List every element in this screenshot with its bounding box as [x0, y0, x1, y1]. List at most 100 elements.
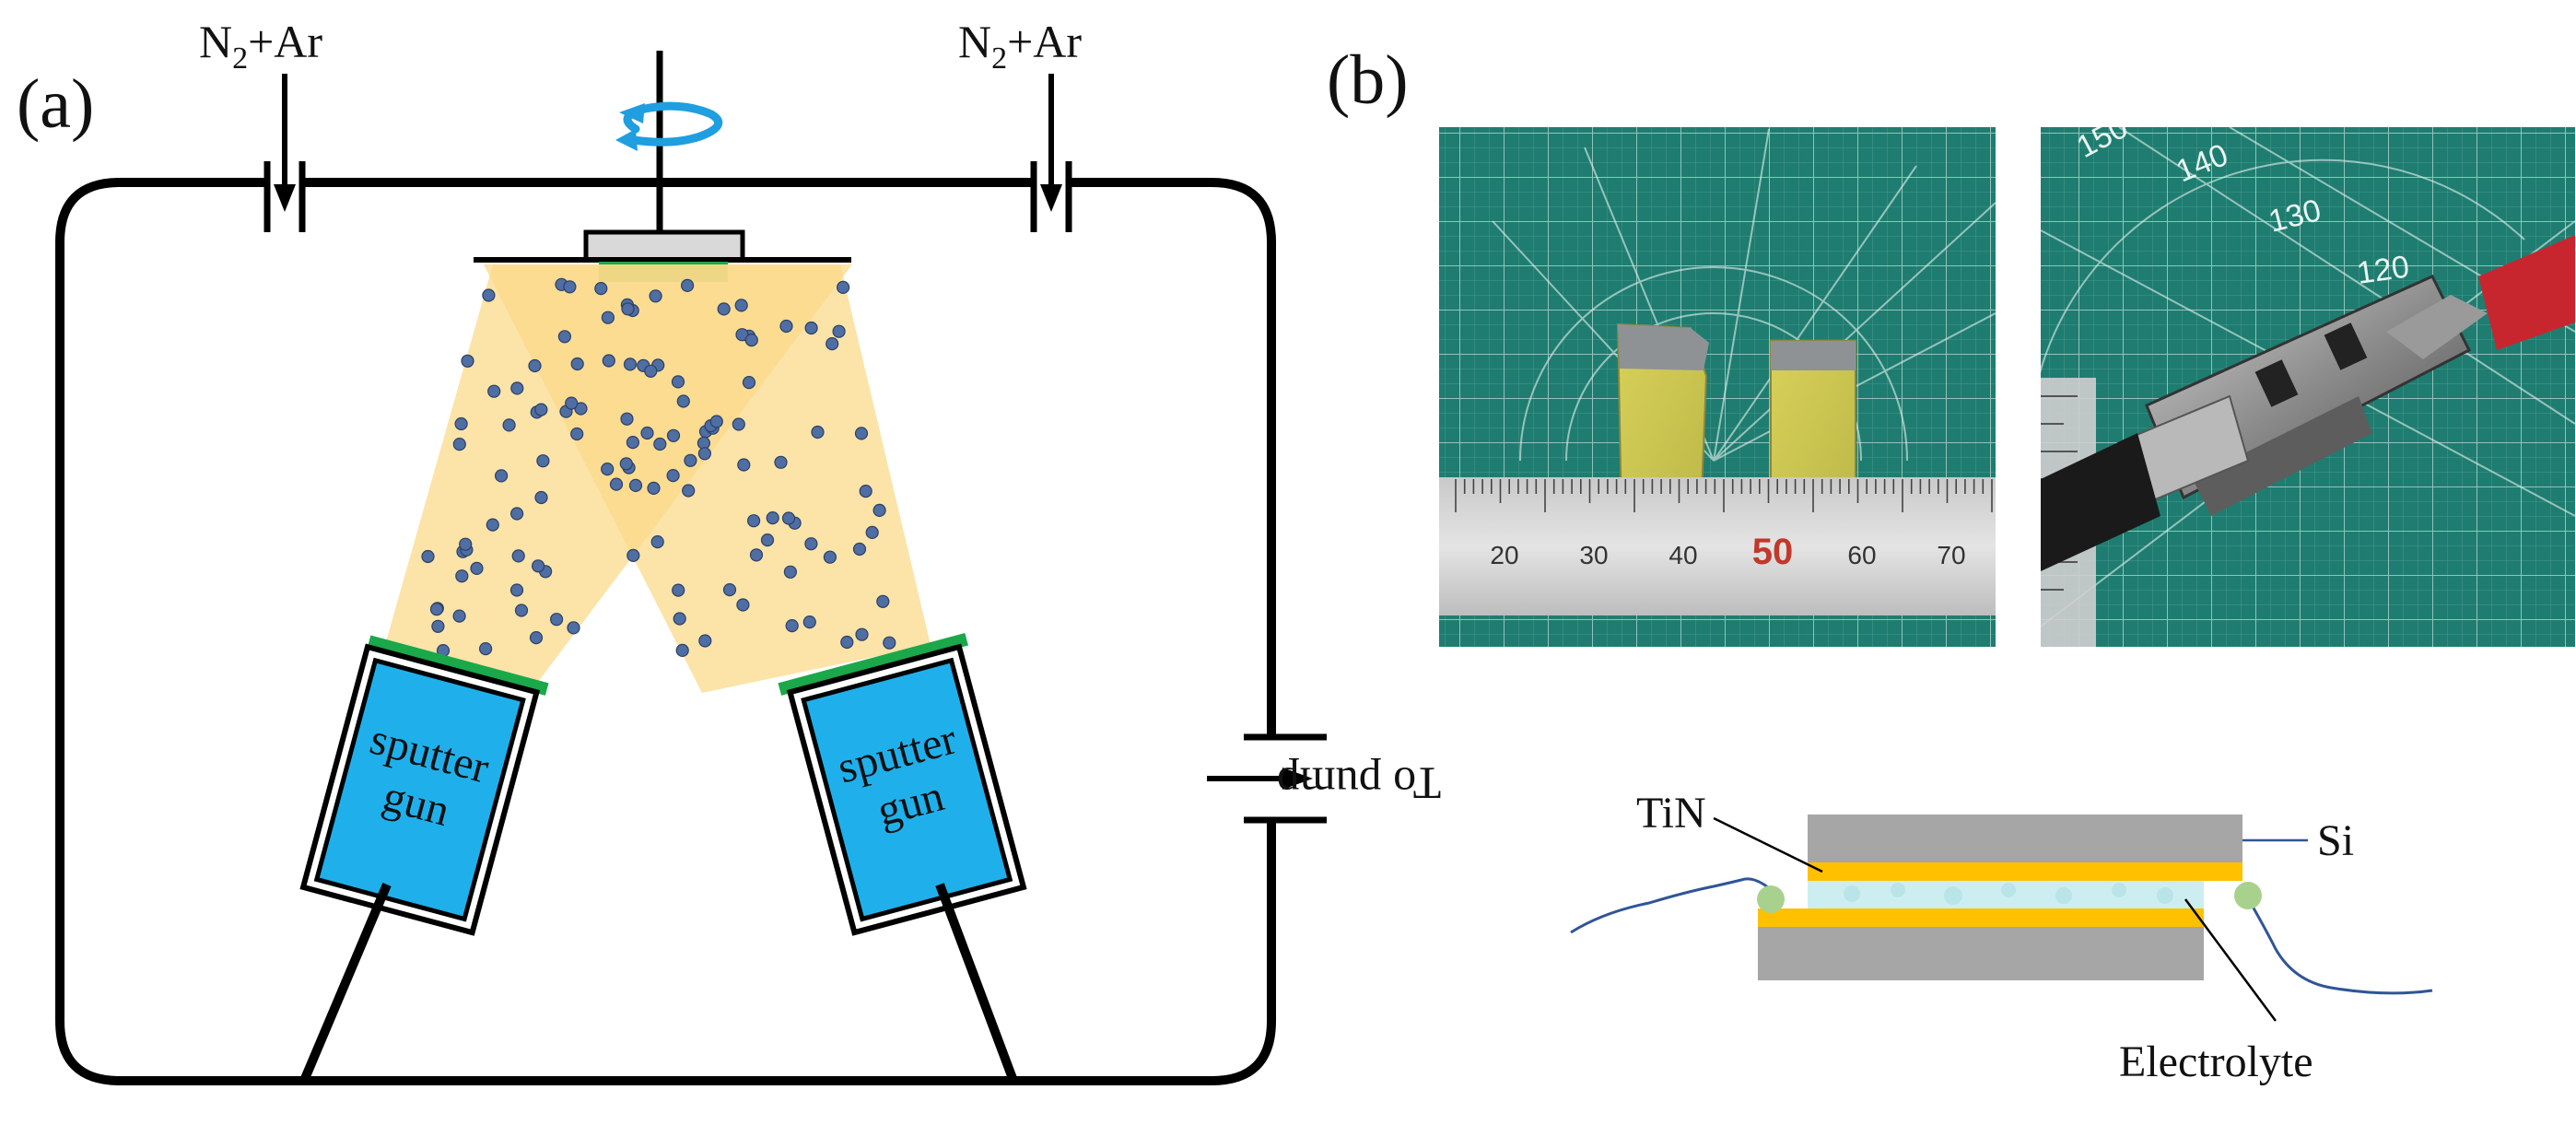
- particle: [682, 484, 696, 498]
- particle: [482, 288, 496, 302]
- panel-a: (a) N2+Ar N2+Ar: [17, 16, 1441, 1085]
- particle: [531, 559, 545, 573]
- particle: [620, 412, 634, 426]
- gun-left-target: [367, 635, 549, 696]
- particle: [737, 458, 751, 472]
- particle: [459, 537, 473, 551]
- contact-dot-left: [1757, 885, 1785, 913]
- chamber-outline: [55, 178, 1276, 1085]
- particle: [746, 514, 761, 528]
- particle: [647, 481, 661, 496]
- substrate-holder: [583, 229, 745, 263]
- particle: [783, 565, 798, 579]
- particle: [644, 364, 658, 378]
- particle: [470, 561, 484, 576]
- particle: [429, 603, 444, 616]
- particle: [514, 604, 529, 617]
- particle: [601, 463, 615, 476]
- panel-a-label: (a): [17, 65, 94, 143]
- particle: [509, 583, 524, 597]
- particle: [698, 634, 712, 648]
- si-wafer-top: [1808, 814, 2242, 862]
- ruler-label: 30: [1579, 541, 1608, 569]
- gas-inlet-right-label: N2+Ar: [958, 16, 1082, 76]
- particle: [594, 282, 608, 296]
- plume-right: [484, 264, 931, 693]
- particle: [823, 550, 837, 564]
- particle: [855, 627, 869, 641]
- particle: [549, 613, 564, 627]
- sputter-gun-right: sputter gun: [778, 632, 1027, 936]
- particle: [666, 468, 680, 483]
- particle: [709, 415, 723, 428]
- si-wafer-bottom: [1758, 927, 2204, 980]
- particle: [567, 621, 580, 635]
- red-clip-sleeve: [2478, 235, 2575, 350]
- particle: [511, 549, 525, 563]
- particle: [570, 427, 584, 441]
- wire-left: [1570, 877, 1775, 934]
- label-si: Si: [2317, 816, 2354, 865]
- particle: [557, 330, 572, 344]
- particle: [486, 518, 499, 532]
- particle: [452, 609, 466, 623]
- particle: [734, 299, 748, 312]
- particle: [717, 302, 731, 316]
- particle: [872, 503, 886, 518]
- particle: [859, 484, 872, 498]
- tin-layer-bottom: [1758, 908, 2204, 927]
- particle: [876, 594, 890, 608]
- particle: [852, 542, 867, 557]
- particle: [619, 457, 633, 471]
- particle: [494, 469, 509, 483]
- particle: [671, 375, 685, 389]
- particle: [431, 619, 445, 633]
- particle: [854, 427, 869, 440]
- particle: [774, 455, 788, 469]
- particle: [684, 453, 697, 467]
- particle: [421, 549, 435, 564]
- particle: [650, 534, 664, 549]
- gun-left-support: [299, 883, 392, 1083]
- particle: [509, 507, 524, 521]
- particle: [640, 426, 654, 440]
- particle: [779, 319, 793, 334]
- particle: [510, 381, 524, 395]
- particle: [697, 447, 712, 461]
- particle: [536, 454, 550, 468]
- particle: [840, 635, 854, 650]
- particle: [621, 302, 635, 316]
- particle: [760, 533, 775, 547]
- gun-right-support: [935, 883, 1018, 1083]
- particle: [865, 525, 879, 540]
- alligator-clip: [2041, 235, 2575, 571]
- particle: [565, 396, 579, 410]
- particle: [455, 569, 469, 583]
- particle: [722, 582, 737, 597]
- particle: [487, 384, 501, 398]
- particle: [602, 354, 615, 368]
- particle: [766, 510, 779, 525]
- leader-electrolyte: [2184, 898, 2277, 1022]
- particle: [570, 357, 584, 371]
- particle: [675, 643, 689, 658]
- ruler-label: 20: [1490, 541, 1518, 569]
- particle: [626, 436, 640, 450]
- particle: [666, 428, 681, 442]
- pump-port: To pump: [1207, 733, 1441, 824]
- particle: [804, 321, 818, 335]
- gas-inlet-right: N2+Ar: [958, 16, 1082, 232]
- gas-inlet-left-label: N2+Ar: [199, 16, 322, 76]
- particle: [601, 311, 615, 324]
- particle: [742, 376, 756, 390]
- particle: [749, 548, 764, 562]
- gas-inlet-left: N2+Ar: [199, 16, 322, 232]
- particle: [478, 641, 493, 656]
- ruler-label: 60: [1847, 541, 1876, 569]
- particle: [673, 612, 686, 626]
- rotation-arrow-icon: [615, 101, 723, 151]
- particle: [609, 477, 624, 491]
